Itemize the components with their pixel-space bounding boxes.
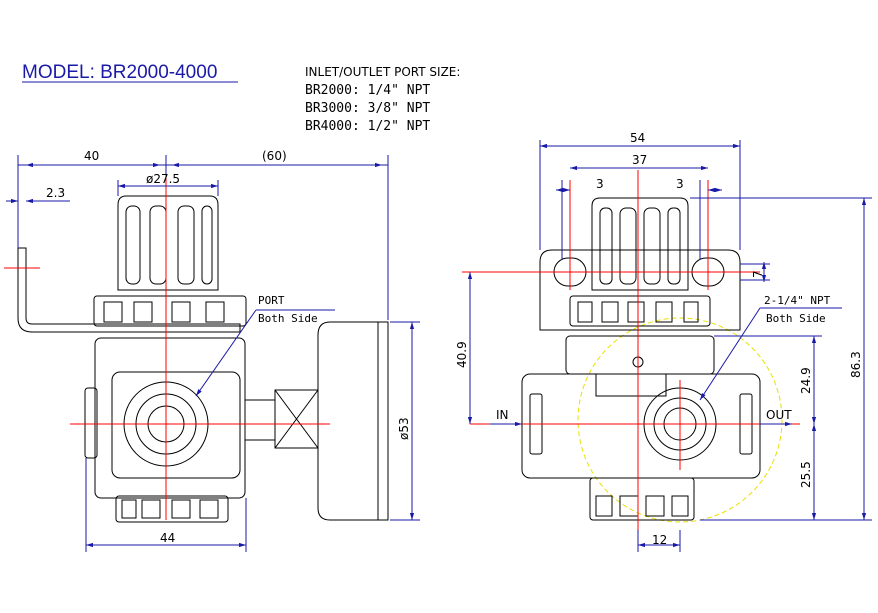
dim-37: 37 bbox=[632, 153, 647, 167]
dim-44: 44 bbox=[160, 531, 175, 545]
regulator-body bbox=[94, 337, 246, 499]
knob-ribs bbox=[125, 205, 213, 285]
port-size-row-3: BR4000: 1/2" NPT bbox=[305, 119, 430, 134]
dim-25-5: 25.5 bbox=[799, 461, 813, 488]
port-face bbox=[111, 371, 241, 479]
side-view-centerlines bbox=[4, 160, 330, 520]
dim-12: 12 bbox=[652, 533, 667, 547]
front-bottom-cap bbox=[589, 477, 695, 521]
model-title: MODEL: BR2000-4000 bbox=[22, 62, 217, 83]
lock-ring bbox=[93, 295, 247, 327]
dim-86-3: 86.3 bbox=[849, 351, 863, 378]
dim-40: 40 bbox=[84, 149, 99, 163]
mounting-bracket bbox=[17, 247, 241, 333]
dim-3-left: 3 bbox=[596, 177, 604, 191]
front-view-centerlines bbox=[462, 170, 800, 545]
port-label: PORT bbox=[258, 294, 285, 307]
front-lock-ring bbox=[569, 295, 711, 327]
front-view bbox=[521, 197, 761, 521]
dim-2-3: 2.3 bbox=[46, 186, 65, 200]
adjust-knob bbox=[117, 195, 219, 291]
front-body-block bbox=[521, 373, 761, 479]
in-label: IN bbox=[496, 408, 509, 422]
dim-7: 7 bbox=[751, 270, 765, 278]
port-size-row-2: BR3000: 3/8" NPT bbox=[305, 101, 430, 116]
gauge-stem bbox=[244, 399, 276, 441]
dim-54: 54 bbox=[630, 131, 645, 145]
dim-60: (60) bbox=[262, 149, 287, 163]
dim-d53: ø53 bbox=[397, 417, 411, 440]
front-view-dimensions bbox=[467, 140, 872, 552]
gauge-nut bbox=[274, 389, 319, 449]
gauge-dial bbox=[317, 321, 389, 521]
out-label: OUT bbox=[766, 408, 792, 422]
npt-sub-label: Both Side bbox=[766, 312, 826, 325]
side-view bbox=[17, 195, 389, 523]
side-view-dimensions bbox=[6, 155, 420, 552]
hidden-gauge-circle bbox=[577, 317, 783, 523]
npt-label: 2-1/4" NPT bbox=[764, 294, 831, 307]
port-size-row-1: BR2000: 1/4" NPT bbox=[305, 83, 430, 98]
mounting-plate bbox=[539, 249, 741, 331]
port-sub-label: Both Side bbox=[258, 312, 318, 325]
dim-24-9: 24.9 bbox=[799, 367, 813, 394]
dim-3-right: 3 bbox=[676, 177, 684, 191]
dim-40-9: 40.9 bbox=[455, 341, 469, 368]
port-size-heading: INLET/OUTLET PORT SIZE: bbox=[305, 65, 460, 79]
bottom-cap bbox=[115, 495, 229, 523]
front-knob bbox=[591, 197, 689, 291]
dim-d27-5: ø27.5 bbox=[146, 172, 180, 186]
